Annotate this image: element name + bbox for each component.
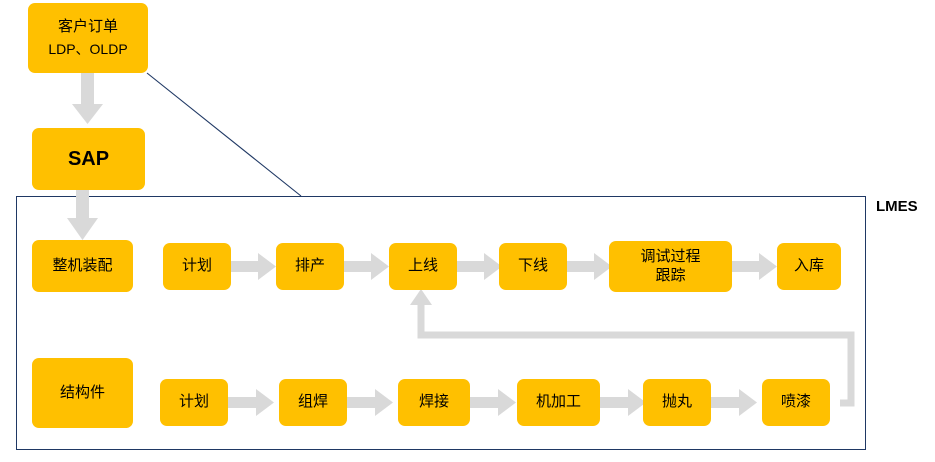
assembly-online-label: 上线 — [407, 257, 438, 275]
structure-painting-label: 喷漆 — [780, 393, 811, 411]
lmes-container — [16, 196, 866, 450]
node-assembly-debug-tracking[interactable]: 调试过程 跟踪 — [609, 241, 732, 292]
customer-order-line2: LDP、OLDP — [48, 40, 128, 57]
assembly-plan-label: 计划 — [181, 257, 212, 275]
node-assembly-group[interactable]: 整机装配 — [32, 240, 133, 292]
order-to-sap-arrow — [72, 73, 103, 124]
structure-plan-label: 计划 — [178, 393, 209, 411]
node-structure-group[interactable]: 结构件 — [32, 358, 133, 428]
node-structure-painting[interactable]: 喷漆 — [762, 379, 830, 426]
node-customer-order[interactable]: 客户订单 LDP、OLDP — [28, 3, 148, 73]
structure-machining-label: 机加工 — [535, 393, 581, 411]
node-assembly-online[interactable]: 上线 — [389, 243, 457, 290]
node-structure-weld[interactable]: 焊接 — [398, 379, 470, 426]
node-sap[interactable]: SAP — [32, 128, 145, 190]
assembly-offline-label: 下线 — [517, 257, 548, 275]
assembly-group-label: 整机装配 — [52, 256, 113, 274]
order-to-lmes-line — [146, 72, 302, 197]
node-structure-plan[interactable]: 计划 — [160, 379, 228, 426]
structure-shot-blasting-label: 抛丸 — [661, 393, 692, 411]
structure-weld-label: 焊接 — [418, 393, 449, 411]
node-structure-shot-blasting[interactable]: 抛丸 — [643, 379, 711, 426]
lmes-label: LMES — [876, 198, 918, 215]
structure-group-label: 结构件 — [59, 383, 105, 401]
assembly-schedule-label: 排产 — [294, 257, 325, 275]
sap-label: SAP — [67, 147, 110, 170]
node-structure-machining[interactable]: 机加工 — [517, 379, 600, 426]
assembly-warehousing-label: 入库 — [793, 257, 824, 275]
customer-order-line1: 客户订单 — [57, 17, 118, 35]
assembly-debug-tracking-label: 调试过程 跟踪 — [640, 247, 701, 284]
structure-fit-weld-label: 组焊 — [297, 393, 328, 411]
node-assembly-schedule[interactable]: 排产 — [276, 243, 344, 290]
node-structure-fit-weld[interactable]: 组焊 — [279, 379, 347, 426]
node-assembly-offline[interactable]: 下线 — [499, 243, 567, 290]
node-assembly-warehousing[interactable]: 入库 — [777, 243, 841, 290]
node-assembly-plan[interactable]: 计划 — [163, 243, 231, 290]
